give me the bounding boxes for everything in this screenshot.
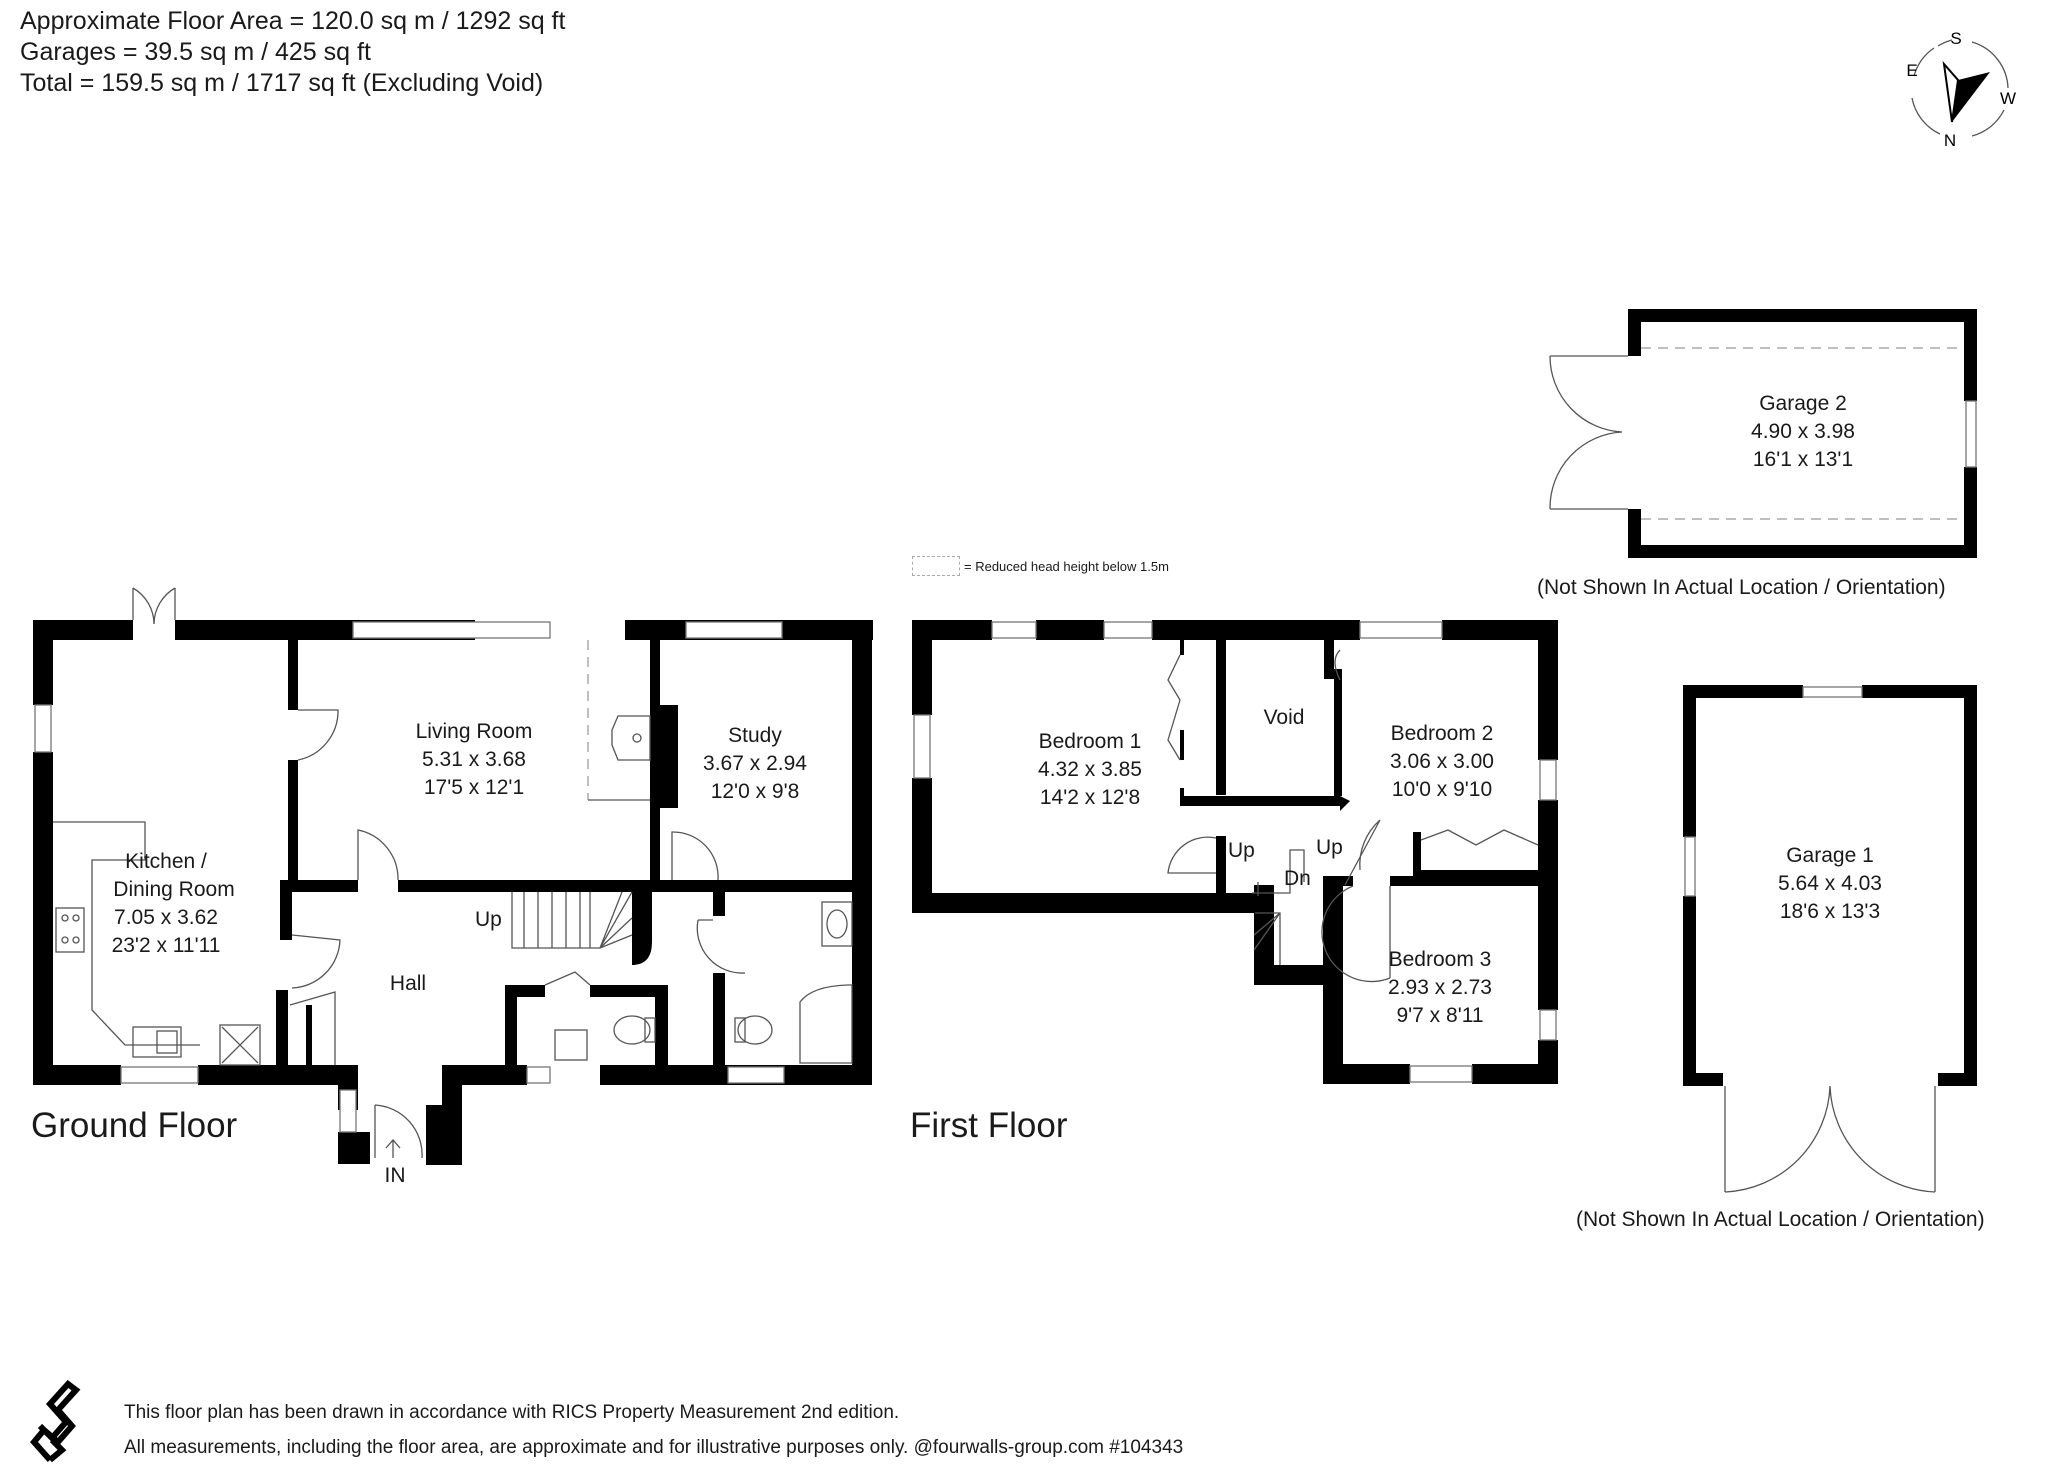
compass-e: E [1906,61,1917,80]
bedroom2-label: Bedroom 2 [1391,722,1494,745]
garage-2-plan: Garage 2 4.90 x 3.98 16'1 x 13'1 [1549,309,1977,558]
first-stairs-down-label: Dn [1284,867,1311,890]
garages-area-text: Garages = 39.5 sq m / 425 sq ft [20,38,371,66]
floor-area-text: Approximate Floor Area = 120.0 sq m / 12… [20,7,566,35]
kitchen-label: Kitchen / [125,850,207,873]
bedroom3-label: Bedroom 3 [1389,948,1492,971]
hall-label: Hall [390,972,426,995]
compass-s: S [1950,29,1961,48]
ground-stairs-up-label: Up [475,908,502,931]
compass-icon: S E W N [1906,29,2016,148]
study-metric: 3.67 x 2.94 [703,752,807,775]
ground-floor-title: Ground Floor [31,1106,238,1145]
compass-n: N [1944,131,1956,148]
first-stairs-up-label-2: Up [1316,836,1343,859]
living-room-label: Living Room [416,720,533,743]
ground-floor-plan: Kitchen / Dining Room 7.05 x 3.62 23'2 x… [33,587,873,1187]
footer-rics-text: This floor plan has been drawn in accord… [124,1402,900,1423]
dashed-box-icon [912,556,960,576]
bedroom3-imperial: 9'7 x 8'11 [1396,1004,1483,1027]
total-area-text: Total = 159.5 sq m / 1717 sq ft (Excludi… [20,69,544,97]
footer-disclaimer: This floor plan has been drawn in accord… [124,1395,1183,1465]
bedroom2-imperial: 10'0 x 9'10 [1392,778,1492,801]
garage2-imperial: 16'1 x 13'1 [1753,448,1853,471]
legend-text: = Reduced head height below 1.5m [964,558,1169,574]
entrance-label: IN [385,1164,406,1187]
fourwalls-logo-icon [30,1380,81,1463]
garage2-metric: 4.90 x 3.98 [1751,420,1855,443]
bedroom3-metric: 2.93 x 2.73 [1388,976,1492,999]
first-stairs-up-label-1: Up [1228,839,1255,862]
first-floor-plan: Bedroom 1 4.32 x 3.85 14'2 x 12'8 Void B… [912,620,1558,1084]
first-floor-title: First Floor [910,1106,1068,1145]
area-summary: Approximate Floor Area = 120.0 sq m / 12… [20,6,565,99]
study-label: Study [728,724,782,747]
garage1-imperial: 18'6 x 13'3 [1780,900,1880,923]
kitchen-imperial: 23'2 x 11'11 [112,934,221,957]
reduced-height-legend: = Reduced head height below 1.5m [912,556,1169,576]
compass-w: W [2000,89,2016,108]
garage1-location-note: (Not Shown In Actual Location / Orientat… [1576,1208,1985,1231]
kitchen-metric: 7.05 x 3.62 [114,906,218,929]
bedroom1-imperial: 14'2 x 12'8 [1040,786,1140,809]
living-room-imperial: 17'5 x 12'1 [424,776,524,799]
garage2-location-note: (Not Shown In Actual Location / Orientat… [1537,576,1946,599]
bedroom1-label: Bedroom 1 [1039,730,1142,753]
bedroom1-metric: 4.32 x 3.85 [1038,758,1142,781]
garage1-metric: 5.64 x 4.03 [1778,872,1882,895]
footer-measurements-text: All measurements, including the floor ar… [124,1437,1184,1458]
kitchen-label-2: Dining Room [113,878,234,901]
study-imperial: 12'0 x 9'8 [711,780,800,803]
garage1-label: Garage 1 [1786,844,1874,867]
garage-1-plan: Garage 1 5.64 x 4.03 18'6 x 13'3 [1683,685,1977,1193]
bedroom2-metric: 3.06 x 3.00 [1390,750,1494,773]
garage2-label: Garage 2 [1759,392,1847,415]
living-room-metric: 5.31 x 3.68 [422,748,526,771]
void-label: Void [1264,706,1305,729]
